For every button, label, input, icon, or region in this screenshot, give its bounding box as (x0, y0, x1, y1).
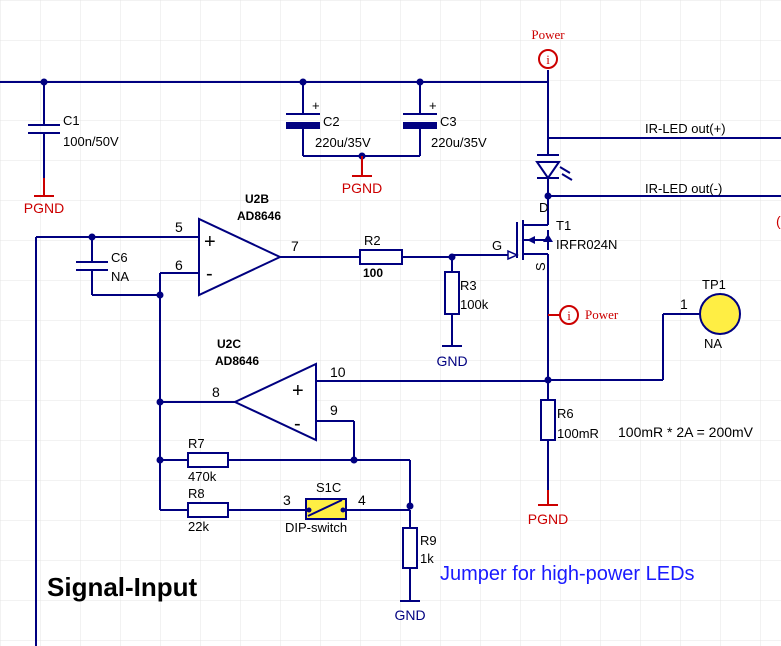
pgnd-label-c23: PGND (342, 180, 382, 196)
capacitor-c2: + C2 220u/35V (286, 82, 371, 156)
t1-value: IRFR024N (556, 237, 617, 252)
gnd-label-r3: GND (436, 353, 467, 369)
r2-ref: R2 (364, 233, 381, 248)
c6-value: NA (111, 269, 129, 284)
c3-ref: C3 (440, 114, 457, 129)
resistor-r6: R6 100mR (540, 376, 599, 490)
t1-pin-s: S (533, 262, 548, 271)
c2-ref: C2 (323, 114, 340, 129)
pgnd-label-r6: PGND (528, 511, 568, 527)
u2c-pin9: 9 (330, 402, 338, 418)
pgnd-symbol-c23: PGND (342, 156, 382, 196)
pgnd-symbol-r6: PGND (528, 490, 568, 527)
r3-ref: R3 (460, 278, 477, 293)
u2c-plus: + (292, 380, 304, 402)
power-label-mid: Power (585, 307, 619, 322)
jumper-note: Jumper for high-power LEDs (440, 563, 695, 585)
r8-value: 22k (188, 519, 209, 534)
capacitor-c6: C6 NA (76, 237, 160, 296)
r7-ref: R7 (188, 436, 205, 451)
power-symbol-mid: i Power (548, 305, 619, 325)
t1-pin-g: G (492, 238, 502, 253)
u2c-value: AD8646 (215, 354, 259, 368)
r9-ref: R9 (420, 533, 437, 548)
u2c-pin8: 8 (212, 384, 220, 400)
gnd-symbol-r9: GND (394, 600, 426, 623)
u2c-pin10: 10 (330, 364, 346, 380)
u2c-minus: - (294, 413, 301, 435)
s1c-ref: S1C (316, 480, 341, 495)
top-power-rail (0, 70, 781, 139)
tp1-ref: TP1 (702, 277, 726, 292)
edge-fragment: ( (776, 213, 781, 229)
signal-input-title: Signal-Input (47, 572, 198, 602)
u2b-pin7: 7 (291, 238, 299, 254)
pgnd-symbol-c1: PGND (24, 178, 64, 216)
current-sense-note: 100mR * 2A = 200mV (618, 424, 754, 440)
gnd-label-r9: GND (394, 607, 425, 623)
ir-led-neg-label: IR-LED out(-) (645, 181, 722, 196)
s1c-value: DIP-switch (285, 520, 347, 535)
capacitor-c3: + C3 220u/35V (403, 82, 487, 156)
u2c-wires (156, 380, 548, 464)
tp1-value: NA (704, 336, 722, 351)
opamp-u2c: + - U2C AD8646 8 10 9 (212, 337, 346, 442)
c1-ref: C1 (63, 113, 80, 128)
r2-value: 100 (363, 266, 383, 280)
ir-led-pos-label: IR-LED out(+) (645, 121, 726, 136)
gnd-symbol-r3: GND (436, 345, 468, 369)
resistor-r9: R9 1k (402, 510, 437, 601)
opamp-u2b: + - U2B AD8646 5 6 7 (175, 192, 299, 297)
power-symbol-top: i Power (531, 27, 565, 69)
r3-value: 100k (460, 297, 489, 312)
u2b-ref: U2B (245, 192, 269, 206)
resistor-r8: R8 22k (160, 486, 306, 534)
c1-value: 100n/50V (63, 134, 119, 149)
u2b-minus: - (206, 263, 213, 285)
s1c-pin3: 3 (283, 492, 291, 508)
c2-value: 220u/35V (315, 135, 371, 150)
c3-value: 220u/35V (431, 135, 487, 150)
pgnd-label-c1: PGND (24, 200, 64, 216)
ir-led-neg-net: IR-LED out(-) (544, 181, 781, 200)
u2b-wires (35, 233, 456, 646)
t1-ref: T1 (556, 218, 571, 233)
c6-ref: C6 (111, 250, 128, 265)
ir-led-diode (535, 138, 573, 218)
c3-plus: + (429, 98, 437, 113)
u2c-ref: U2C (217, 337, 241, 351)
u2b-plus: + (204, 231, 216, 253)
gate-arrow (507, 249, 519, 261)
u2b-pin6: 6 (175, 257, 183, 273)
u2b-value: AD8646 (237, 209, 281, 223)
mosfet-t1: D G S T1 IRFR024N (452, 200, 617, 380)
u2b-pin5: 5 (175, 219, 183, 235)
resistor-r7: R7 470k (156, 436, 411, 506)
power-icon: i (546, 52, 550, 67)
tp1-pin: 1 (680, 296, 688, 312)
r6-value: 100mR (557, 426, 599, 441)
power-label-top: Power (531, 27, 565, 42)
r7-value: 470k (188, 469, 217, 484)
s1c-pin4: 4 (358, 492, 366, 508)
capacitor-c1: C1 100n/50V (28, 82, 119, 178)
resistor-r3: R3 100k (444, 257, 489, 346)
r9-value: 1k (420, 551, 434, 566)
t1-pin-d: D (539, 200, 548, 215)
resistor-r2: R2 100 (359, 233, 403, 280)
r8-ref: R8 (188, 486, 205, 501)
power-icon-mid: i (567, 308, 571, 323)
r6-ref: R6 (557, 406, 574, 421)
c2-plus: + (312, 98, 320, 113)
test-point-tp1: 1 TP1 NA (548, 277, 741, 381)
dip-switch-s1c: S1C DIP-switch 3 4 (283, 480, 414, 535)
